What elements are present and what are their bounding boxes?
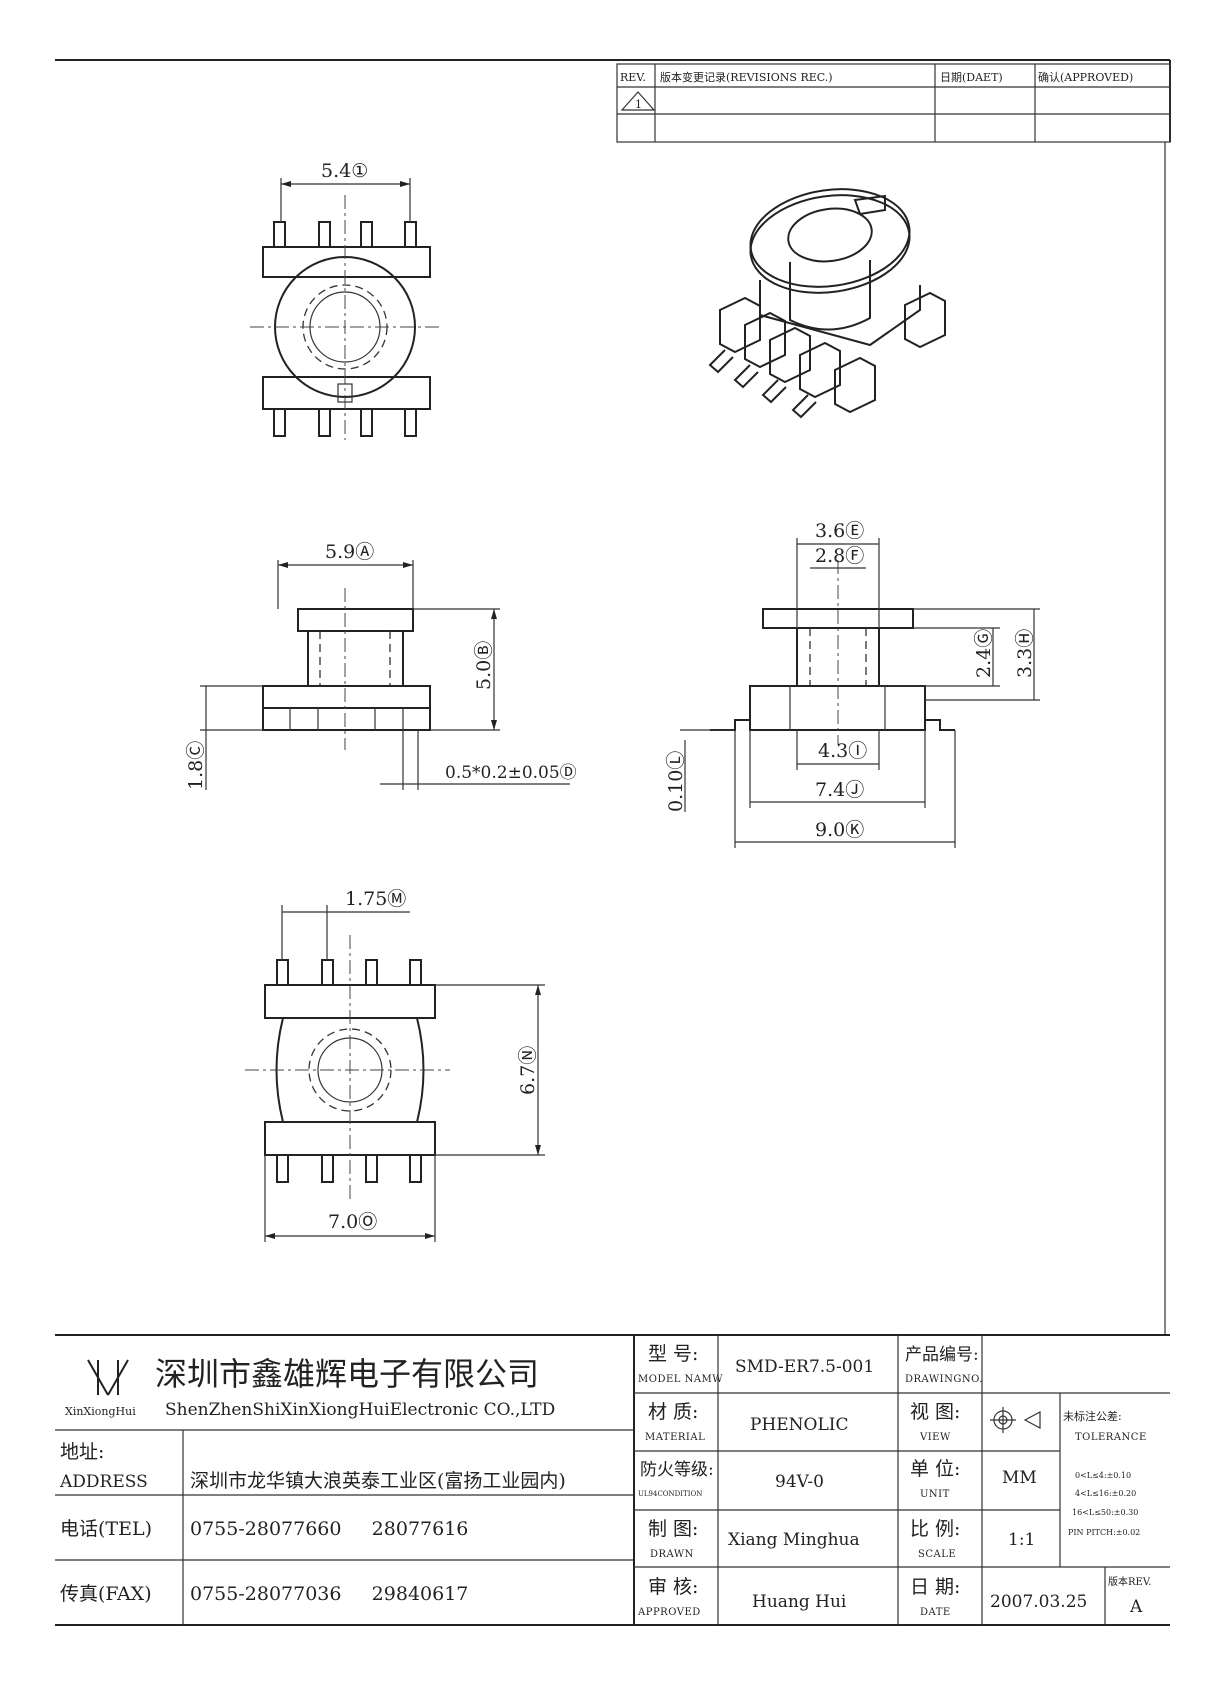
model-label-en: MODEL NAMW xyxy=(638,1374,723,1385)
dim-side-h2: 3.3Ⓗ xyxy=(1014,629,1036,678)
dim-side-w2: 7.4Ⓙ xyxy=(815,779,864,801)
top-view: 5.4① xyxy=(250,160,440,440)
drawing-no-label-cn: 产品编号: xyxy=(905,1345,979,1365)
date-label-cn: 日 期: xyxy=(910,1576,960,1598)
date-value: 2007.03.25 xyxy=(990,1592,1087,1612)
isometric-view xyxy=(708,188,946,419)
tolerance-line-2: 4<L≤16:±0.20 xyxy=(1075,1489,1136,1498)
drawing-no-label-en: DRAWINGNO. xyxy=(905,1374,983,1385)
front-view: 5.9Ⓐ 5.0Ⓑ 1.8Ⓒ 0.5*0.2±0.05Ⓓ xyxy=(185,541,577,790)
material-value: PHENOLIC xyxy=(750,1415,849,1435)
projection-symbol-icon xyxy=(990,1407,1041,1433)
company-name-en: ShenZhenShiXinXiongHuiElectronic CO.,LTD xyxy=(165,1400,555,1420)
approved-value: Huang Hui xyxy=(752,1592,847,1612)
rev-header-rev: REV. xyxy=(620,71,646,84)
flame-value: 94V-0 xyxy=(775,1472,824,1492)
dim-front-width: 5.9Ⓐ xyxy=(325,541,374,563)
approved-label-cn: 审 核: xyxy=(648,1576,698,1598)
dim-bottom-width: 7.0Ⓞ xyxy=(328,1211,377,1233)
dim-bottom-height: 6.7Ⓝ xyxy=(517,1046,539,1095)
drawn-value: Xiang Minghua xyxy=(728,1530,860,1550)
dim-side-top-inner: 2.8Ⓕ xyxy=(815,545,864,567)
side-view: 3.6Ⓔ 2.8Ⓕ 2.4Ⓖ 3.3Ⓗ 4.3Ⓘ 7.4Ⓙ 9.0Ⓚ 0.10Ⓛ xyxy=(665,520,1040,848)
flame-label-cn: 防火等级: xyxy=(640,1460,714,1480)
material-label-cn: 材 质: xyxy=(648,1401,698,1423)
view-label-en: VIEW xyxy=(919,1432,951,1443)
dim-side-w3: 9.0Ⓚ xyxy=(815,819,864,841)
address-value: 深圳市龙华镇大浪英泰工业区(富扬工业园内) xyxy=(190,1470,566,1492)
fax-label: 传真(FAX) xyxy=(60,1583,152,1605)
rev-header-approved: 确认(APPROVED) xyxy=(1038,71,1133,84)
rev-row-1-rev: 1 xyxy=(635,98,642,111)
date-label-en: DATE xyxy=(920,1607,951,1618)
rev-value: A xyxy=(1129,1597,1143,1617)
rev-label: 版本REV. xyxy=(1108,1575,1151,1588)
flame-label-en: UL94CONDITION xyxy=(638,1490,702,1498)
unit-label-cn: 单 位: xyxy=(910,1458,960,1480)
dim-front-height: 5.0Ⓑ xyxy=(473,641,495,690)
tolerance-line-1: 0<L≤4:±0.10 xyxy=(1075,1471,1131,1480)
tel-label: 电话(TEL) xyxy=(60,1518,152,1540)
model-label-cn: 型 号: xyxy=(648,1343,698,1365)
tolerance-line-3: 16<L≤50:±0.30 xyxy=(1072,1508,1138,1517)
scale-label-cn: 比 例: xyxy=(910,1518,960,1540)
dim-pitch: 1.75Ⓜ xyxy=(345,888,406,910)
logo-text: XinXiongHui xyxy=(65,1405,136,1418)
revision-triangle-icon xyxy=(620,91,656,111)
dim-pin-size: 0.5*0.2±0.05Ⓓ xyxy=(445,763,577,783)
scale-value: 1:1 xyxy=(1008,1530,1035,1550)
drawn-label-en: DRAWN xyxy=(650,1549,694,1560)
tolerance-line-4: PIN PITCH:±0.02 xyxy=(1068,1528,1140,1537)
view-label-cn: 视 图: xyxy=(910,1401,960,1423)
unit-label-en: UNIT xyxy=(920,1489,950,1500)
dim-side-h1: 2.4Ⓖ xyxy=(973,629,995,678)
dim-side-w1: 4.3Ⓘ xyxy=(818,740,867,762)
tel-value: 0755-28077660 28077616 xyxy=(190,1518,468,1540)
company-name-cn: 深圳市鑫雄辉电子有限公司 xyxy=(155,1355,539,1393)
tolerance-title-cn: 未标注公差: xyxy=(1063,1409,1122,1423)
unit-value: MM xyxy=(1002,1468,1037,1488)
bottom-view: 1.75Ⓜ 6.7Ⓝ 7.0Ⓞ xyxy=(245,888,545,1242)
material-label-en: MATERIAL xyxy=(645,1432,705,1443)
rev-header-date: 日期(DAET) xyxy=(940,71,1003,84)
model-value: SMD-ER7.5-001 xyxy=(735,1357,874,1377)
rev-header-records: 版本变更记录(REVISIONS REC.) xyxy=(660,70,833,84)
scale-label-en: SCALE xyxy=(918,1549,956,1560)
address-label-en: ADDRESS xyxy=(59,1472,148,1492)
dim-front-base: 1.8Ⓒ xyxy=(185,741,207,790)
title-block: XinXiongHui 深圳市鑫雄辉电子有限公司 ShenZhenShiXinX… xyxy=(55,1334,1170,1626)
approved-label-en: APPROVED xyxy=(637,1607,701,1618)
fax-value: 0755-28077036 29840617 xyxy=(190,1583,468,1605)
address-label-cn: 地址: xyxy=(60,1441,104,1463)
dim-side-top-outer: 3.6Ⓔ xyxy=(815,520,864,542)
revision-table: REV. 版本变更记录(REVISIONS REC.) 日期(DAET) 确认(… xyxy=(616,63,1171,143)
drawn-label-cn: 制 图: xyxy=(648,1518,698,1540)
tolerance-title-en: TOLERANCE xyxy=(1075,1432,1147,1443)
company-logo: XinXiongHui xyxy=(65,1359,136,1418)
dim-top-width: 5.4① xyxy=(321,160,368,182)
dim-side-thick: 0.10Ⓛ xyxy=(665,751,687,812)
